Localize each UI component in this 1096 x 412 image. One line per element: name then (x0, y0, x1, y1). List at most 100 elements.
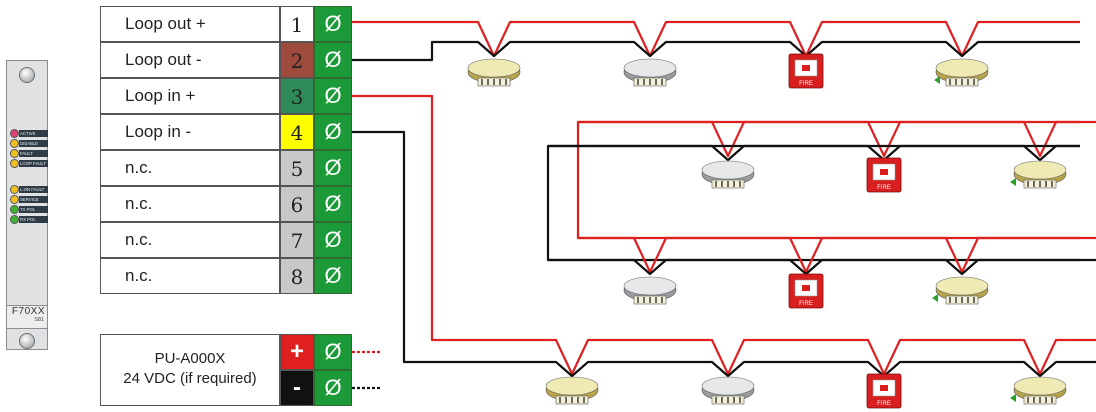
detector-led-icon (932, 294, 938, 302)
led-icon (10, 185, 19, 194)
terminal-number: 8 (280, 258, 314, 294)
heat-detector-icon (623, 58, 677, 87)
power-supply-model: PU-A000X (154, 350, 226, 367)
loop-out-positive-wire (352, 20, 1080, 58)
power-minus-terminal: - (280, 370, 314, 406)
status-led: ACTIVE (10, 129, 48, 138)
terminal-screw-icon: Ø (314, 42, 352, 78)
led-label: L.ON FAULT (19, 186, 48, 193)
device-layer: FIRE FIRE FIRE FIRE (467, 53, 1067, 409)
loop-in-negative-wire (352, 130, 1096, 378)
status-led: DISABLE (10, 139, 48, 148)
led-icon (10, 129, 19, 138)
terminal-number: 7 (280, 222, 314, 258)
call-point-label: FIRE (799, 301, 813, 307)
led-icon (10, 149, 19, 158)
status-led: LOOP FAULT (10, 159, 48, 168)
power-supply-label: PU-A000X 24 VDC (if required) (100, 334, 280, 406)
manual-call-point-icon: FIRE (788, 53, 824, 89)
row3-negative-wire (548, 258, 1080, 276)
module-label: F70XX S81 (7, 305, 47, 329)
detector-led-icon (1010, 178, 1016, 186)
loop-out-negative-wire (352, 40, 1080, 62)
call-point-label: FIRE (799, 81, 813, 87)
terminal-screw-icon: Ø (314, 6, 352, 42)
terminal-number: 4 (280, 114, 314, 150)
power-plus-screw-icon: Ø (314, 334, 352, 370)
module-subtitle: S81 (34, 317, 44, 323)
heat-detector-icon (623, 276, 677, 305)
terminal-screw-icon: Ø (314, 78, 352, 114)
terminal-screw-icon: Ø (314, 114, 352, 150)
terminal-label: n.c. (100, 150, 280, 186)
loop-return-negative-wire (546, 144, 1096, 262)
led-label: RX POL (19, 216, 48, 223)
manual-call-point-icon: FIRE (788, 273, 824, 309)
terminal-number: 6 (280, 186, 314, 222)
detector-led-icon (1010, 394, 1016, 402)
terminal-label: Loop in - (100, 114, 280, 150)
smoke-detector-icon (935, 58, 989, 87)
led-label: LOOP FAULT (19, 160, 48, 167)
led-label: ACTIVE (19, 130, 48, 137)
status-led: L.ON FAULT (10, 185, 48, 194)
terminal-screw-icon: Ø (314, 222, 352, 258)
module-name: F70XX (11, 306, 45, 317)
led-icon (10, 195, 19, 204)
power-supply-voltage: 24 VDC (if required) (123, 370, 257, 387)
terminal-label: Loop out - (100, 42, 280, 78)
led-icon (10, 139, 19, 148)
smoke-detector-icon (545, 376, 599, 405)
smoke-detector-icon (467, 58, 521, 87)
status-led: RX POL (10, 215, 48, 224)
led-icon (10, 205, 19, 214)
led-label: SERVICE (19, 196, 48, 203)
status-led: TX POL (10, 205, 48, 214)
control-module-panel: ACTIVE DISABLE FAULT LOOP FAULT L.ON FAULT SE… (6, 60, 48, 350)
row2-positive-wire (578, 120, 1080, 158)
power-plus-terminal: + (280, 334, 314, 370)
terminal-label: n.c. (100, 258, 280, 294)
terminal-label: n.c. (100, 186, 280, 222)
row3-positive-wire (578, 236, 1080, 274)
smoke-detector-icon (1013, 376, 1067, 405)
smoke-detector-icon (1013, 160, 1067, 189)
power-minus-screw-icon: Ø (314, 370, 352, 406)
led-label: FAULT (19, 150, 48, 157)
call-point-label: FIRE (877, 185, 891, 191)
bottom-screw-icon (19, 333, 35, 349)
led-label: DISABLE (19, 140, 48, 147)
detector-led-icon (934, 76, 940, 84)
top-screw-icon (19, 67, 35, 83)
terminal-label: Loop in + (100, 78, 280, 114)
terminal-label: Loop out + (100, 6, 280, 42)
status-led: FAULT (10, 149, 48, 158)
terminal-label: n.c. (100, 222, 280, 258)
terminal-number: 1 (280, 6, 314, 42)
manual-call-point-icon: FIRE (866, 157, 902, 193)
terminal-screw-icon: Ø (314, 258, 352, 294)
call-point-label: FIRE (877, 401, 891, 407)
heat-detector-icon (701, 160, 755, 189)
led-label: TX POL (19, 206, 48, 213)
terminal-screw-icon: Ø (314, 150, 352, 186)
smoke-detector-icon (935, 276, 989, 305)
row2-negative-wire (548, 144, 1080, 162)
terminal-number: 2 (280, 42, 314, 78)
manual-call-point-icon: FIRE (866, 373, 902, 409)
heat-detector-icon (701, 376, 755, 405)
led-icon (10, 215, 19, 224)
terminal-screw-icon: Ø (314, 186, 352, 222)
led-icon (10, 159, 19, 168)
power-supply-block: PU-A000X 24 VDC (if required) + Ø - Ø (100, 334, 352, 406)
